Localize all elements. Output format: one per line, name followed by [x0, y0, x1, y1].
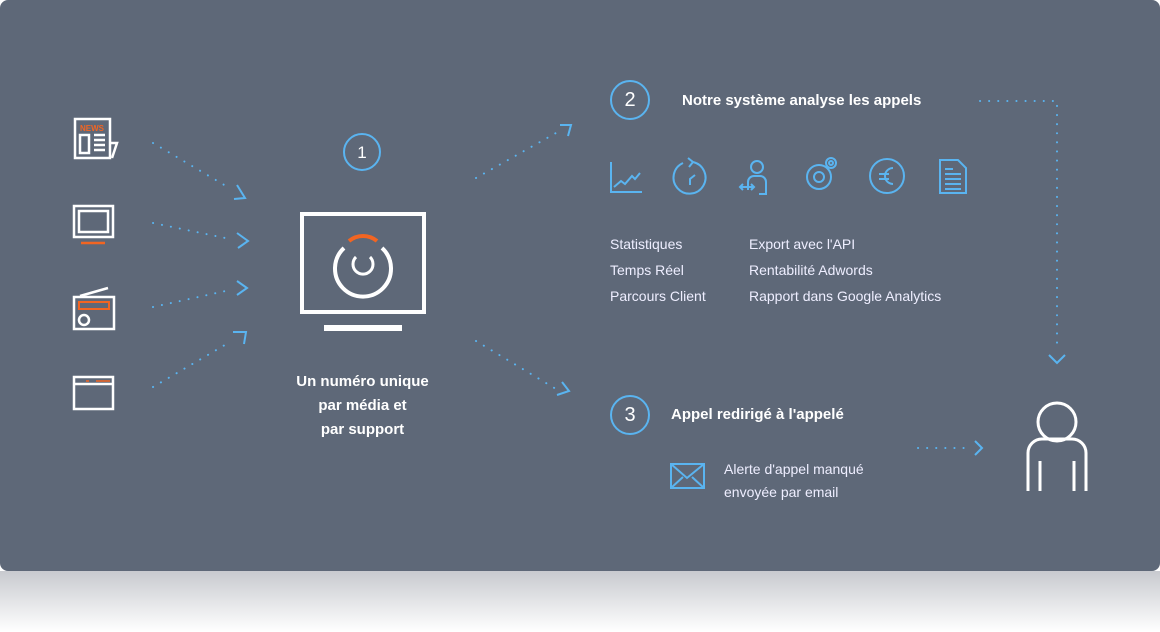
step3-number: 3: [624, 404, 636, 426]
feature-item: Statistiques: [610, 236, 683, 252]
feature-item: Rapport dans Google Analytics: [749, 288, 942, 304]
web-browser-icon: [72, 375, 115, 411]
diagram-graphics: NEWS: [72, 80, 1088, 491]
step1-caption: Un numéro unique par média et par suppor…: [270, 370, 455, 442]
chart-icon: [610, 162, 642, 193]
gears-icon: [806, 157, 837, 190]
realtime-clock-icon: [672, 157, 707, 195]
radio-icon: [72, 286, 116, 331]
feature-item: Export avec l'API: [749, 236, 856, 252]
flow-dotted-arrows: [152, 100, 1058, 449]
feature-item: Temps Réel: [610, 262, 684, 278]
missed-call-alert: Alerte d'appel manqué envoyée par email: [724, 458, 864, 504]
euro-icon: [869, 158, 905, 194]
newspaper-icon: [73, 117, 119, 160]
step2-title: Notre système analyse les appels: [682, 92, 922, 109]
alert-line: envoyée par email: [724, 484, 839, 500]
step1-number: 1: [357, 143, 367, 162]
step3-title: Appel redirigé à l'appelé: [671, 406, 844, 423]
caption-line: par support: [320, 421, 405, 438]
panel-reflection: [0, 571, 1160, 632]
newspaper-label: NEWS: [80, 124, 105, 133]
user-api-icon: [738, 160, 767, 195]
feature-item: Parcours Client: [610, 288, 706, 304]
envelope-icon: [670, 463, 705, 489]
caption-line: Un numéro unique: [296, 373, 429, 390]
document-icon: [939, 159, 967, 194]
features-right: Export avec l'API Rentabilité Adwords Ra…: [749, 231, 941, 309]
person-icon: [1026, 401, 1088, 491]
diagram-panel: [0, 0, 1160, 571]
alert-line: Alerte d'appel manqué: [724, 461, 864, 477]
feature-item: Rentabilité Adwords: [749, 262, 873, 278]
caption-line: par média et: [318, 397, 407, 414]
step2-number: 2: [624, 89, 636, 111]
tv-icon: [72, 204, 115, 239]
monitor-icon: [300, 212, 426, 331]
features-left: Statistiques Temps Réel Parcours Client: [610, 231, 706, 309]
